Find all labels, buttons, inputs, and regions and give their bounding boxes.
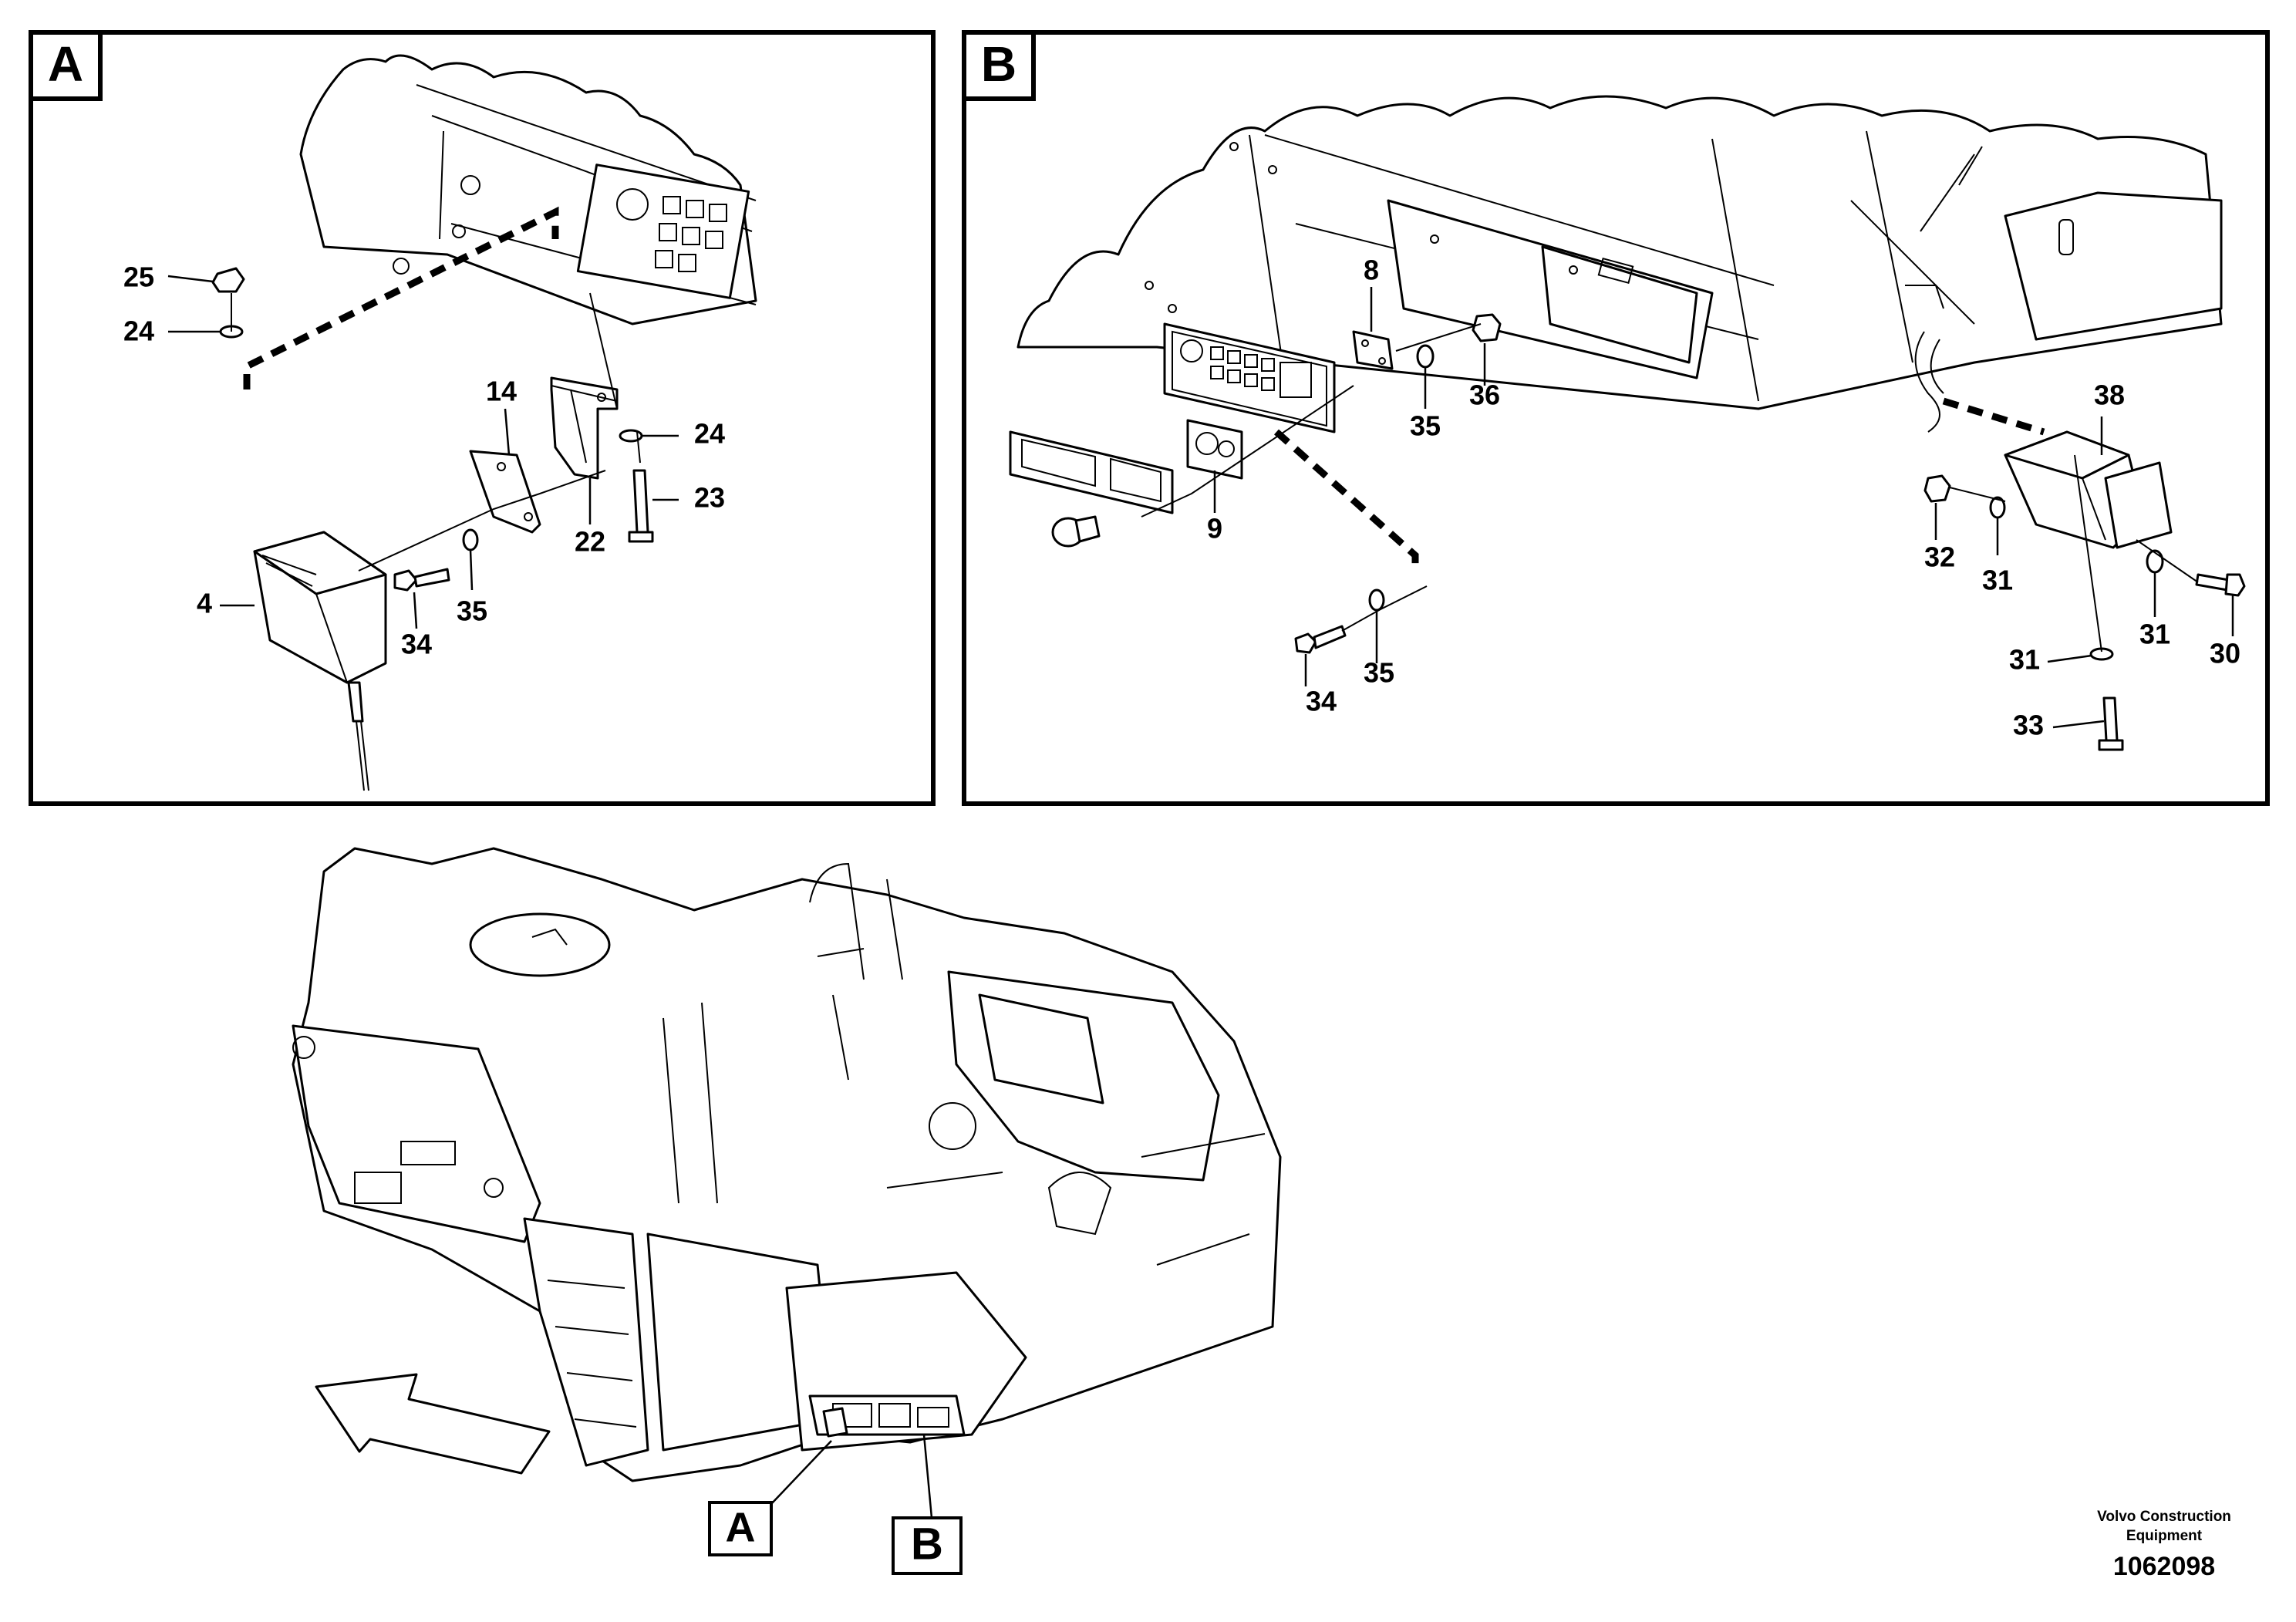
callout-22: 22 [575,526,605,558]
handrail [809,862,903,1081]
drawing-number: 1062098 [2113,1552,2215,1581]
bolt-30 [2195,573,2246,597]
top-hatch [469,912,611,977]
location-b-label: B [911,1519,943,1569]
location-b-box [892,1516,963,1575]
callout-24: 24 [123,315,154,347]
knob [1051,515,1101,548]
plate-8 [1352,330,1394,370]
company-name-line-2: Equipment [2126,1528,2203,1544]
washer-31-b [2146,549,2164,574]
panel-b-routing-line-left [1274,429,1419,571]
washer-35-panel-a [462,528,479,551]
bolt-33 [2098,696,2124,751]
location-a-box [708,1501,773,1556]
panel-a-callouts: 25 24 14 24 23 22 4 34 35 [123,261,725,660]
callout-32: 32 [1924,541,1955,573]
control-unit-4 [253,531,387,791]
location-b-leader [922,1434,933,1519]
callout-36: 36 [1469,379,1500,411]
panel-b-frame [962,30,2270,806]
washer-31-a [1989,496,2006,519]
cab-window [978,993,1104,1104]
panel-b-letter: B [981,36,1017,92]
callout-30: 30 [2210,638,2240,669]
callout-25: 25 [123,261,154,293]
unit-location-a [822,1407,848,1438]
bolt-23 [628,469,654,543]
panel-a-frame-housing [299,54,757,325]
panel-a-assembly-lines [231,292,641,572]
callout-31: 31 [2009,644,2040,676]
direction-arrow [315,1373,551,1475]
control-unit-38 [2004,430,2173,549]
detail-panel-b: B [962,30,2270,806]
panel-a-frame [29,30,936,806]
step-ladder [523,1217,649,1467]
cover-plate [1009,430,1174,514]
bolt-34-panel-b [1294,625,1347,654]
panel-a-letter-box [29,30,103,101]
detail-panel-a: A [29,30,936,806]
callout-35: 35 [1364,657,1394,689]
panel-b-frame-housing [1017,95,2223,433]
callout-34: 34 [1306,686,1337,717]
location-a-leader [770,1440,832,1505]
plate-14 [469,450,541,534]
control-panel-module [1163,322,1336,433]
panel-b-callouts: 8 36 35 9 34 35 38 32 31 31 30 31 33 [1207,255,2240,741]
nut-36 [1472,313,1502,342]
washer-35-upper [1416,344,1435,369]
washer-35-lower [1368,588,1385,612]
plate-9 [1186,419,1243,480]
panel-b-assembly-lines [1141,323,2199,653]
callout-24: 24 [694,418,725,450]
callout-33: 33 [2013,710,2044,741]
control-panel-location [808,1394,966,1436]
machine-overview: A B [292,847,1282,1575]
callout-31: 31 [1982,565,2013,596]
nut-32 [1923,474,1951,503]
callout-38: 38 [2094,379,2125,411]
screw-25 [211,267,245,293]
callout-23: 23 [694,482,725,514]
callout-8: 8 [1364,255,1379,286]
location-a-label: A [726,1504,756,1550]
callout-9: 9 [1207,513,1222,545]
callout-4: 4 [197,588,212,619]
panel-a-leaders [167,275,679,629]
callout-14: 14 [486,376,517,407]
bracket-22 [550,376,619,480]
panel-b-letter-box [962,30,1036,101]
company-name-line-1: Volvo Construction [2097,1509,2231,1525]
callout-35: 35 [1410,410,1441,442]
callout-35: 35 [457,595,487,627]
panel-b-routing-line-right [1942,397,2045,436]
bolt-34-panel-a [393,568,450,592]
callout-31: 31 [2139,619,2170,650]
panel-b-leaders [1213,287,2234,729]
drawing-footer: Volvo Construction Equipment 1062098 [2097,1509,2231,1581]
callout-34: 34 [401,629,432,660]
panel-a-letter: A [48,36,83,92]
panel-a-routing-line [243,206,559,389]
